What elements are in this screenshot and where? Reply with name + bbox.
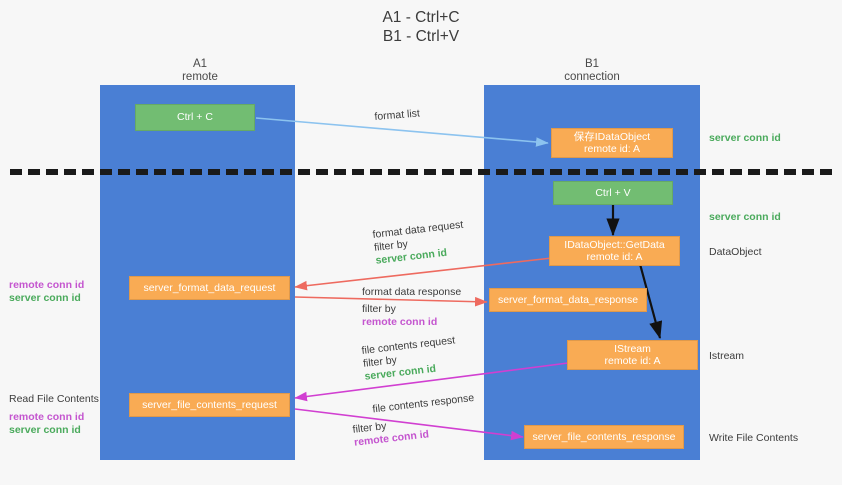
node-idataobject-getdata-line2: remote id: A (586, 251, 643, 263)
edge-label-format-data-response-filter: filter by remote conn id (362, 303, 438, 328)
left-label-read-file-contents: Read File Contents (9, 393, 99, 405)
edge-label-format-data-response-text: format data response (362, 286, 462, 298)
title-line-2: B1 - Ctrl+V (382, 28, 460, 45)
node-server-format-data-response-line1: server_format_data_response (497, 293, 639, 306)
node-server-file-contents-request[interactable]: server_file_contents_request (129, 393, 290, 417)
node-istream-line2: remote id: A (604, 355, 661, 367)
node-server-format-data-response[interactable]: server_format_data_response (489, 288, 647, 312)
page-title: A1 - Ctrl+C B1 - Ctrl+V (0, 8, 842, 46)
right-label-write-file-contents: Write File Contents (709, 432, 799, 444)
node-server-file-contents-response[interactable]: server_file_contents_response (524, 425, 684, 449)
lane-b1-name: B1 (584, 58, 600, 70)
lane-b1-role: connection (564, 71, 620, 83)
node-server-format-data-request-line1: server_format_data_request (143, 281, 276, 294)
wire-format-list (255, 117, 549, 147)
left-label-server-conn-2: server conn id (9, 424, 81, 436)
wire-file-contents-response (294, 408, 524, 441)
wire-format-data-request (294, 257, 553, 291)
node-ctrl-v[interactable]: Ctrl + V (553, 181, 673, 205)
node-save-idataobject-line2: remote id: A (583, 143, 641, 155)
right-label-dataobject: DataObject (709, 246, 762, 258)
left-label-remote-conn-2: remote conn id (9, 411, 85, 423)
wire-getdata-istream (638, 263, 663, 340)
node-idataobject-getdata-line1: IDataObject::GetData (564, 238, 665, 251)
lane-header-b1: B1 connection (532, 58, 652, 84)
left-label-server-conn-1: server conn id (9, 292, 81, 304)
lane-a1-name: A1 (192, 58, 208, 70)
wire-file-contents-request (294, 362, 569, 402)
wire-format-data-response (294, 296, 488, 307)
node-idataobject-getdata[interactable]: IDataObject::GetData remote id: A (549, 236, 680, 266)
node-ctrl-c[interactable]: Ctrl + C (135, 104, 255, 131)
left-label-remote-conn-1: remote conn id (9, 279, 85, 291)
node-istream[interactable]: IStream remote id: A (567, 340, 698, 370)
node-ctrl-v-line1: Ctrl + V (595, 186, 631, 199)
right-label-server-conn-mid: server conn id (709, 211, 781, 223)
node-server-file-contents-response-line1: server_file_contents_response (532, 430, 676, 443)
node-server-file-contents-request-line1: server_file_contents_request (142, 398, 277, 411)
node-istream-line1: IStream (614, 342, 651, 355)
phase-divider (10, 169, 832, 175)
lane-a1-role: remote (182, 71, 218, 83)
node-save-idataobject[interactable]: 保存IDataObject remote id: A (551, 128, 673, 158)
node-ctrl-c-line1: Ctrl + C (177, 111, 213, 124)
edge-label-format-data-response: format data response filter by remote co… (362, 286, 461, 329)
node-server-format-data-request[interactable]: server_format_data_request (129, 276, 290, 300)
node-save-idataobject-line1: 保存IDataObject (573, 130, 651, 143)
lane-header-a1: A1 remote (140, 58, 260, 84)
right-label-server-conn-top: server conn id (709, 132, 781, 144)
title-line-1: A1 - Ctrl+C (382, 9, 460, 26)
right-label-istream: Istream (709, 350, 745, 362)
